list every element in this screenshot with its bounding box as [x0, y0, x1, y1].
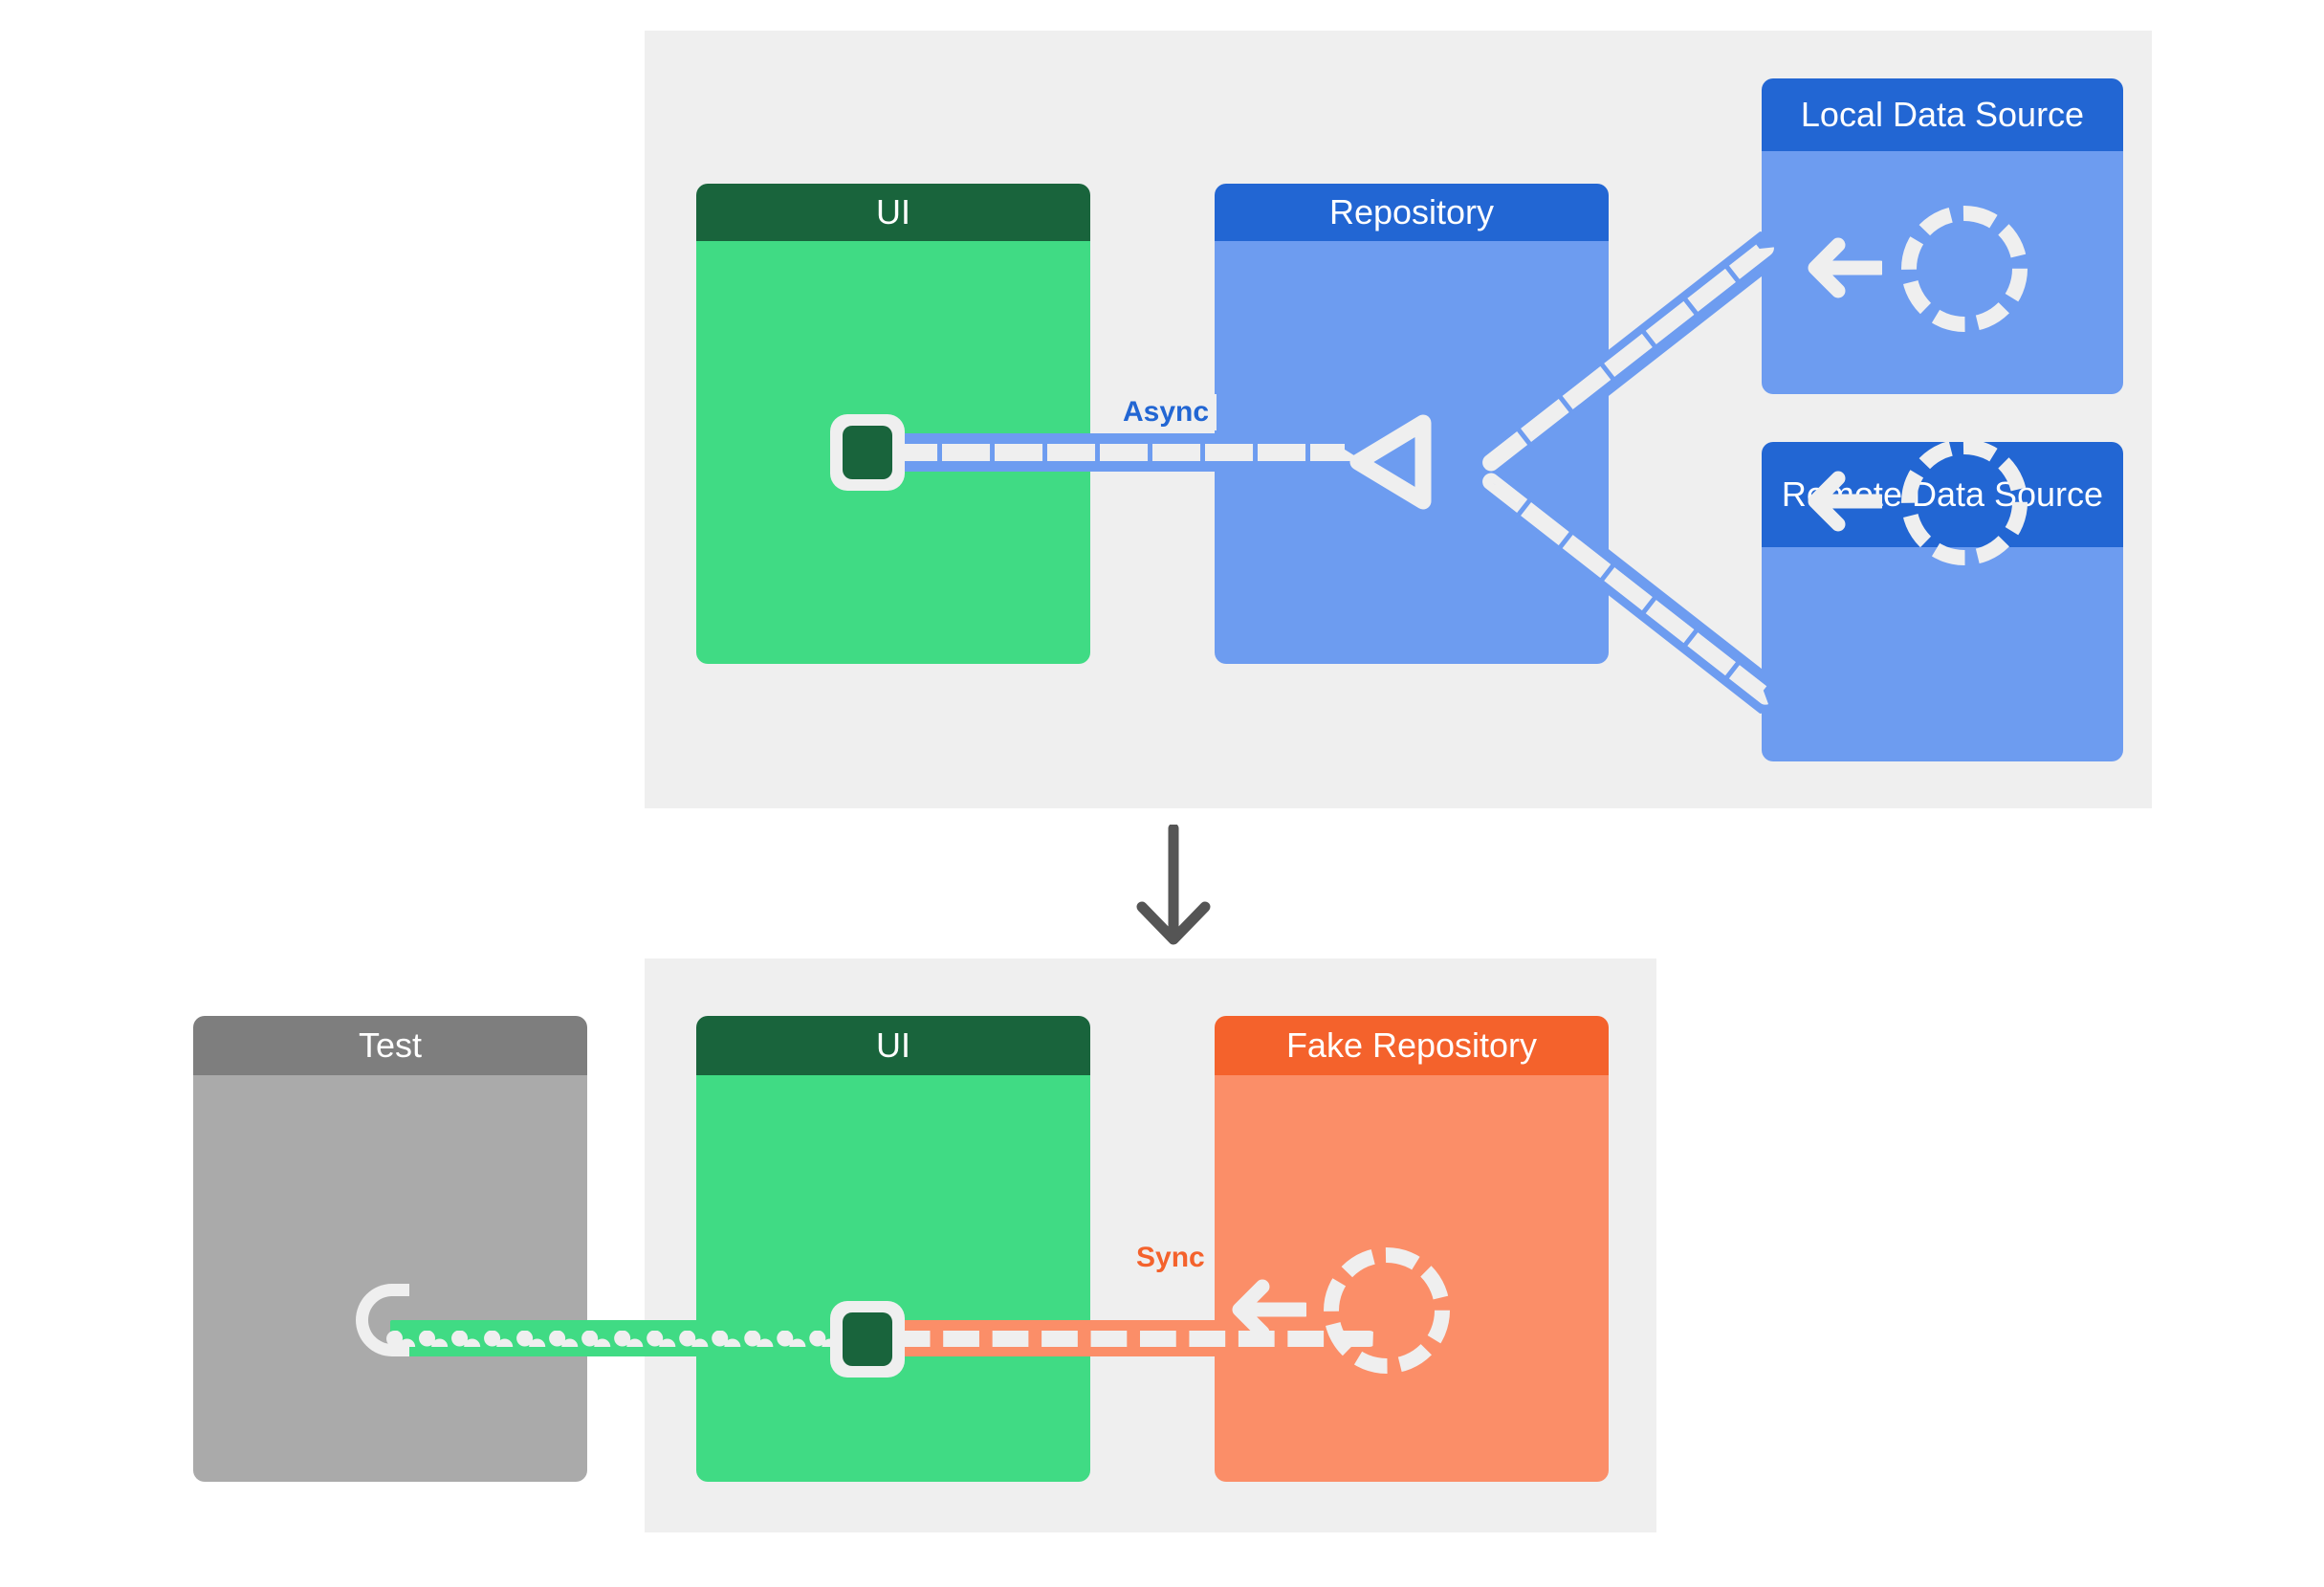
- card-fake-repository[interactable]: Fake Repository: [1215, 1016, 1609, 1482]
- edge-label-async: Async: [1115, 394, 1217, 430]
- dots-test-to-ui: [386, 1331, 903, 1347]
- card-fake-repository-title: Fake Repository: [1215, 1016, 1609, 1075]
- arrow-down-icon: [1130, 823, 1217, 949]
- card-test-title: Test: [193, 1016, 587, 1075]
- card-test[interactable]: Test: [193, 1016, 587, 1482]
- card-ui-test-body: [696, 1075, 1090, 1482]
- socket-plug-icon: [830, 414, 905, 491]
- dashes-ui-to-fake-repository: [889, 1331, 1377, 1347]
- dashed-circle-icon: [1901, 206, 2028, 332]
- card-test-body: [193, 1075, 587, 1482]
- dashed-circle-icon: [1324, 1247, 1450, 1374]
- edge-label-sync: Sync: [1129, 1240, 1213, 1276]
- dashes-ui-to-repository: [889, 444, 1358, 461]
- dashed-circle-icon: [1901, 439, 2028, 565]
- card-remote-data-source-body: [1762, 547, 2123, 761]
- card-local-data-source-title: Local Data Source: [1762, 78, 2123, 151]
- card-repository-title: Repository: [1215, 184, 1609, 241]
- card-ui-production-title: UI: [696, 184, 1090, 241]
- card-ui-test-title: UI: [696, 1016, 1090, 1075]
- socket-plug-icon: [830, 1301, 905, 1378]
- card-ui-test[interactable]: UI: [696, 1016, 1090, 1482]
